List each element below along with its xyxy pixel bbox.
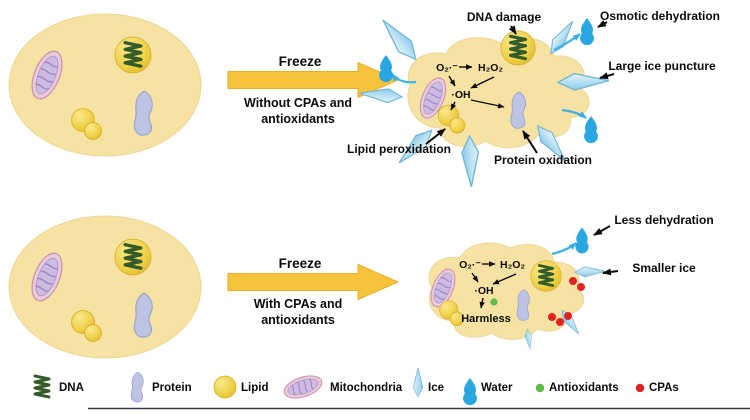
legend-ice-icon <box>412 367 424 398</box>
legend-lipid-icon <box>213 375 237 399</box>
legend: DNA Protein Lipid Mitochondria Ice Water… <box>33 367 679 406</box>
protein-oxidation-arrow <box>522 130 538 154</box>
ice-shard-small-icon <box>574 265 606 278</box>
healthy-cell-bottom <box>9 216 201 358</box>
arrow-hydroxyl-to-harmless <box>479 297 485 309</box>
legend-water-icon <box>463 378 477 406</box>
smaller-ice-arrow <box>602 268 619 276</box>
dna-damage-label: DNA damage <box>467 10 542 24</box>
hydroxyl-label-top: ·OH <box>451 89 470 101</box>
legend-cpa-icon <box>635 383 645 393</box>
condition-top-line2: antioxidants <box>261 112 335 126</box>
peroxide-label-top: H₂O₂ <box>478 62 503 74</box>
legend-antioxidant-icon <box>535 383 545 393</box>
water-drop-icon <box>379 55 393 83</box>
arrow-superoxide-to-hydroxyl <box>471 272 479 283</box>
legend-mitochondria-label: Mitochondria <box>330 382 403 394</box>
legend-lipid-label: Lipid <box>241 382 268 394</box>
arrow-peroxide-to-hydroxyl <box>492 273 517 285</box>
legend-protein-icon <box>130 371 144 403</box>
lipid-peroxidation-label: Lipid peroxidation <box>347 142 451 156</box>
top-panel: Freeze Without CPAs and antioxidants O₂·… <box>9 9 720 188</box>
cpa-dot-icon <box>564 312 572 320</box>
antioxidant-dot-icon <box>490 298 498 306</box>
cpa-dot-icon <box>556 318 564 326</box>
protein-icon <box>510 91 527 129</box>
arrow-hydroxyl-to-protein <box>470 99 505 109</box>
cpa-dot-icon <box>569 277 577 285</box>
water-outflow-arrow <box>551 242 577 256</box>
condition-top-line1: Without CPAs and <box>244 96 352 110</box>
superoxide-label-top: O₂·⁻ <box>436 62 458 74</box>
osmotic-dehydration-arrow <box>597 20 608 28</box>
legend-ice-label: Ice <box>428 382 444 394</box>
ice-shard-icon <box>375 14 423 66</box>
water-outflow-arrow <box>391 73 417 84</box>
legend-cpas-label: CPAs <box>649 382 679 394</box>
freeze-label-top: Freeze <box>279 54 322 69</box>
peroxide-label-bottom: H₂O₂ <box>500 259 525 271</box>
legend-mitochondria-icon <box>280 371 326 403</box>
less-dehydration-label: Less dehydration <box>614 213 713 227</box>
arrow-superoxide-to-hydroxyl <box>448 75 456 87</box>
hydroxyl-label-bottom: ·OH <box>474 285 493 297</box>
legend-water-label: Water <box>481 382 513 394</box>
water-outflow-arrow <box>553 33 581 51</box>
legend-antioxidants-label: Antioxidants <box>549 382 619 394</box>
dna-icon <box>531 261 562 292</box>
legend-protein-label: Protein <box>152 382 192 394</box>
condition-bottom-line1: With CPAs and <box>254 297 343 311</box>
protein-oxidation-label: Protein oxidation <box>494 153 592 167</box>
condition-bottom-line2: antioxidants <box>261 313 335 327</box>
less-dehydration-arrow <box>593 225 611 236</box>
protein-icon <box>516 289 530 321</box>
large-ice-puncture-label: Large ice puncture <box>608 59 716 73</box>
superoxide-label-bottom: O₂·⁻ <box>459 259 481 271</box>
protected-cell-bottom: O₂·⁻ H₂O₂ ·OH Harmless Less dehydration … <box>425 213 714 351</box>
bottom-panel: Freeze With CPAs and antioxidants O₂·⁻ H… <box>9 213 714 358</box>
dna-icon <box>501 31 535 65</box>
legend-dna-label: DNA <box>59 382 84 394</box>
arrow-peroxide-to-hydroxyl <box>470 76 495 89</box>
lipid-peroxidation-arrow <box>425 128 446 145</box>
damaged-cell-top: O₂·⁻ H₂O₂ ·OH DNA damage Osmotic dehydra… <box>347 9 720 188</box>
arrow-hydroxyl-to-lipid <box>450 101 457 111</box>
cpa-dot-icon <box>548 313 556 321</box>
water-drop-icon <box>584 116 598 144</box>
water-drop-icon <box>580 18 594 46</box>
legend-dna-icon <box>33 374 51 399</box>
smaller-ice-label: Smaller ice <box>632 261 696 275</box>
dna-damage-arrow <box>508 25 517 35</box>
water-drop-icon <box>575 227 589 254</box>
water-outflow-arrow <box>561 108 587 119</box>
healthy-cell-top <box>9 14 201 156</box>
large-ice-puncture-arrow <box>599 72 615 80</box>
harmless-label: Harmless <box>461 313 511 325</box>
cpa-dot-icon <box>577 283 585 291</box>
osmotic-dehydration-label: Osmotic dehydration <box>600 9 720 23</box>
freeze-label-bottom: Freeze <box>279 256 322 271</box>
